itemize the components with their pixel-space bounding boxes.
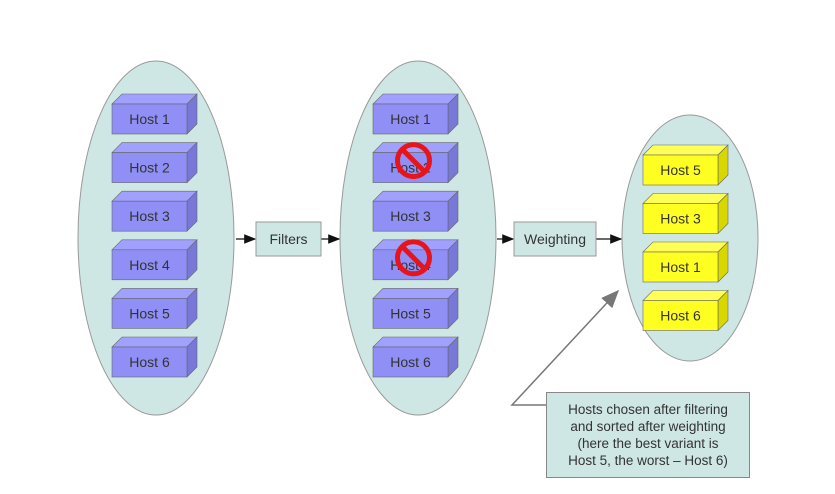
host-box: Host 3 [111, 190, 198, 232]
host-label: Host 1 [660, 259, 701, 275]
weighting-box: Weighting [513, 221, 597, 257]
callout-pointer [510, 289, 620, 406]
host-box: Host 2 [372, 141, 459, 184]
host-label: Host 1 [390, 111, 431, 127]
host-label: Host 5 [390, 305, 431, 321]
forbidden-icon [395, 239, 432, 277]
host-box: Host 6 [642, 289, 729, 332]
host-label: Host 5 [129, 305, 170, 321]
arrows [236, 234, 623, 406]
host-box: Host 1 [372, 93, 459, 135]
host-box: Host 6 [111, 336, 198, 378]
host-box: Host 6 [372, 336, 459, 378]
host-box: Host 3 [642, 192, 729, 235]
host-box: Host 2 [111, 141, 198, 184]
host-box: Host 3 [372, 190, 459, 232]
host-label: Host 4 [129, 257, 170, 273]
callout-line: Host 5, the worst – Host 6) [568, 453, 728, 468]
host-label: Host 1 [129, 111, 170, 127]
host-box: Host 5 [111, 287, 198, 330]
filters-label: Filters [269, 231, 307, 247]
host-label: Host 3 [129, 208, 170, 224]
host-label: Host 6 [129, 354, 170, 370]
host-label: Host 3 [660, 211, 701, 227]
host-box: Host 4 [111, 239, 198, 281]
callout-line: Hosts chosen after filtering [568, 402, 728, 417]
host-label: Host 5 [660, 162, 701, 178]
forbidden-icon [395, 142, 432, 180]
host-box: Host 5 [372, 287, 459, 330]
host-box: Host 1 [111, 93, 198, 135]
host-label: Host 6 [660, 308, 701, 324]
host-box: Host 5 [642, 144, 729, 186]
host-label: Host 3 [390, 208, 431, 224]
host-box: Host 1 [642, 241, 729, 283]
host-label: Host 6 [390, 354, 431, 370]
host-label: Host 2 [129, 160, 170, 176]
callout-line: and sorted after weighting [570, 419, 726, 434]
host-box: Host 4 [372, 239, 459, 281]
filters-box: Filters [255, 221, 322, 257]
callout-line: (here the best variant is [577, 436, 719, 451]
weighting-label: Weighting [524, 231, 586, 247]
callout-note: Hosts chosen after filtering and sorted … [546, 392, 750, 478]
